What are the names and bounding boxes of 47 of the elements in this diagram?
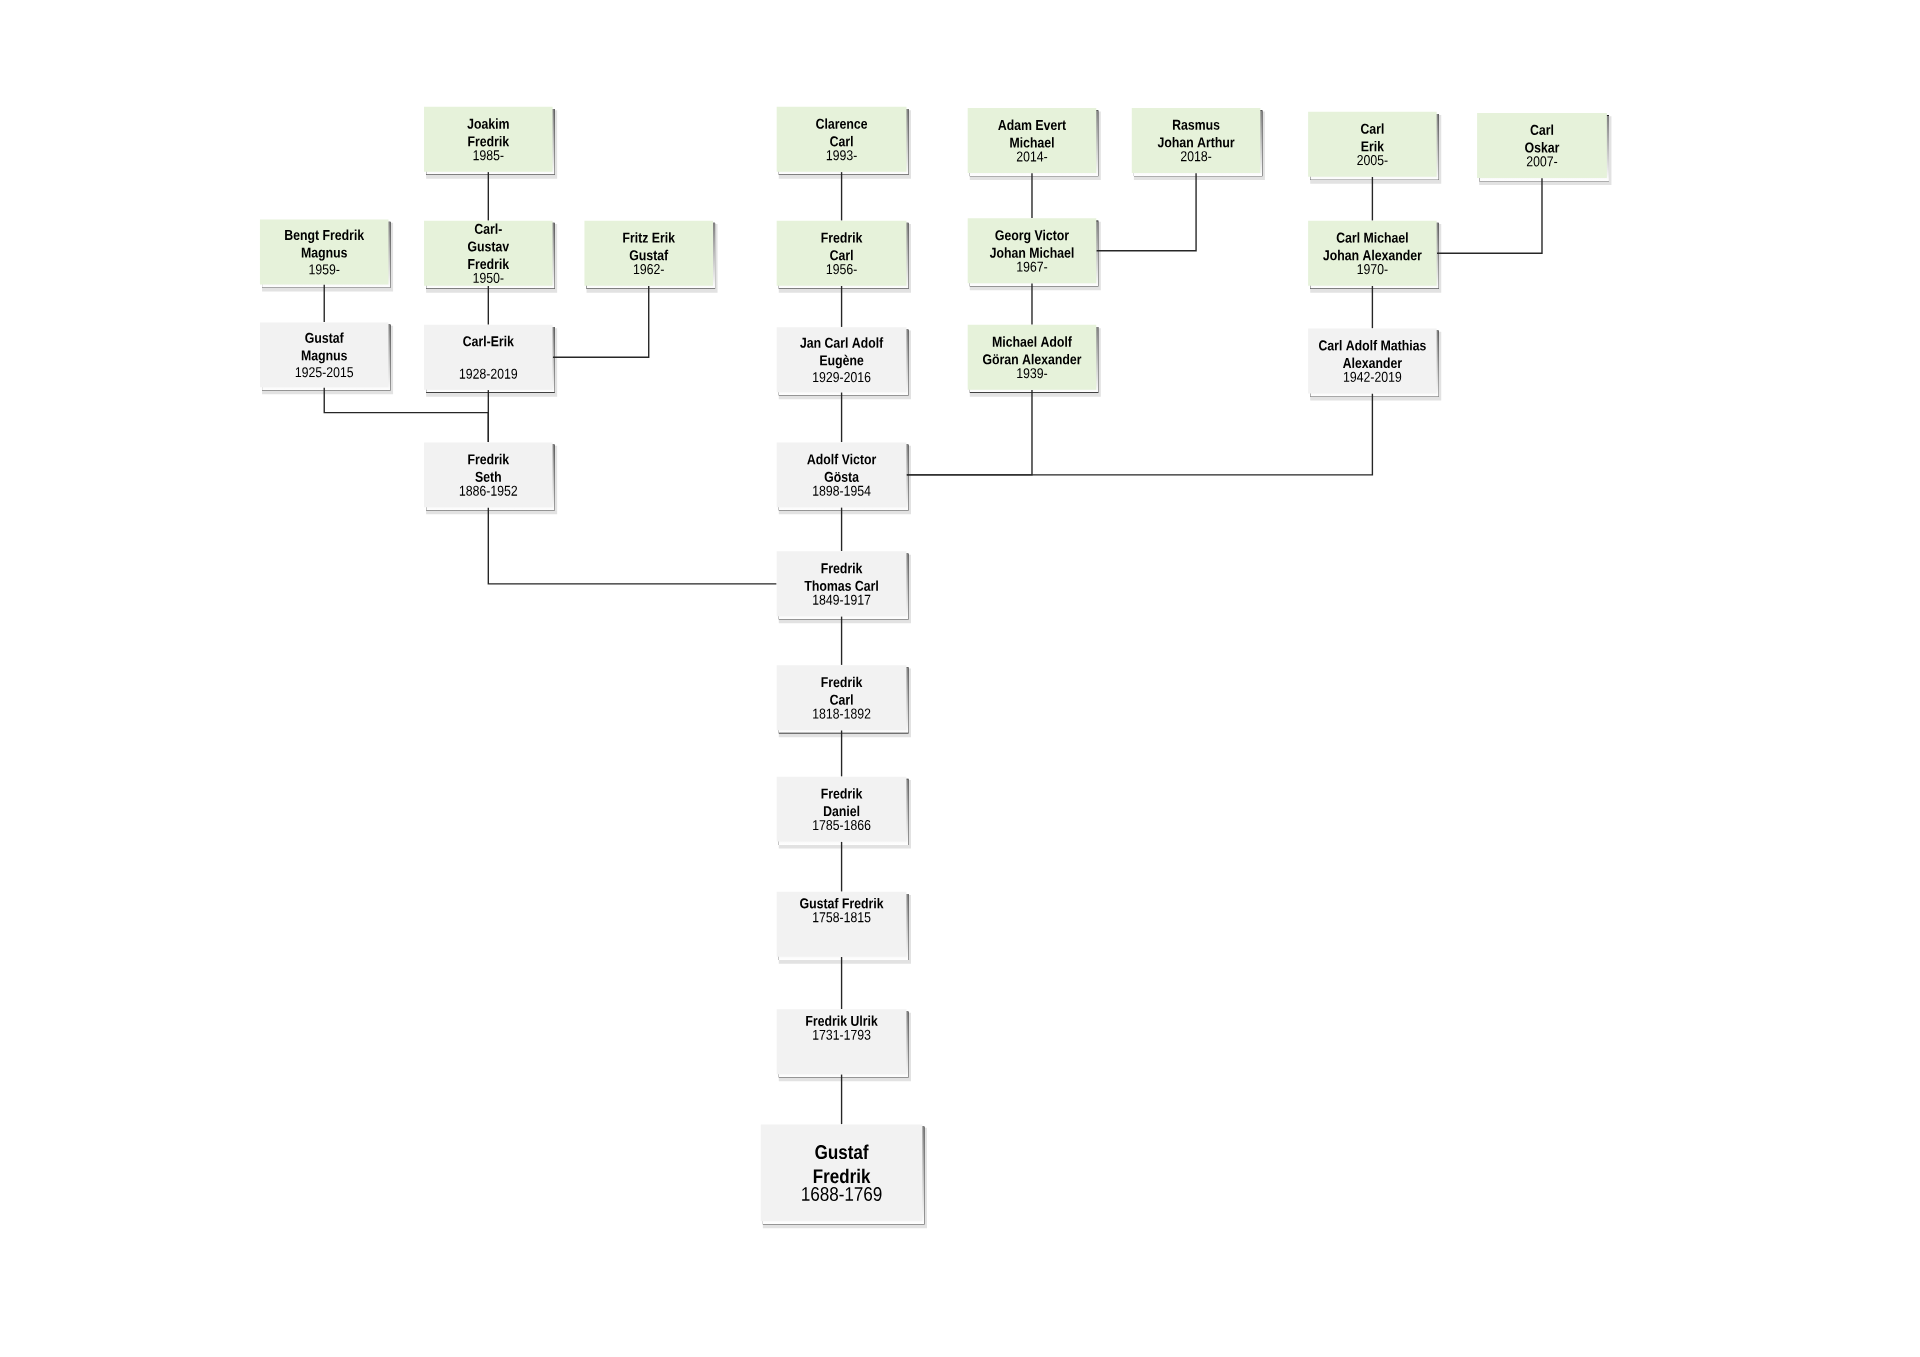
connector-line	[487, 171, 489, 222]
connector-line	[1031, 283, 1033, 326]
person-box: Fredrik Carl 1818-1892	[776, 665, 912, 738]
connector-line	[840, 392, 843, 443]
person-box: Rasmus Johan Arthur 2018-	[1131, 108, 1265, 181]
connector-line	[840, 1074, 843, 1125]
person-box: Jan Carl Adolf Eugène 1929-2016	[776, 327, 912, 400]
connector-line	[487, 285, 489, 326]
connector-line	[840, 729, 843, 778]
connector-line	[1371, 285, 1374, 329]
person-box: Carl-Erik 1928-2019	[424, 324, 558, 397]
person-box: Carl Oskar 2007-	[1477, 113, 1612, 186]
person-box: Gustaf Fredrik 1688-1769	[760, 1124, 927, 1229]
person-box: Fritz Erik Gustaf 1962-	[584, 220, 718, 293]
connector-line	[840, 507, 843, 552]
person-box: Fredrik Thomas Carl 1849-1917	[776, 551, 912, 624]
person-box: Joakim Fredrik 1985-	[424, 107, 558, 179]
connector-line	[840, 841, 843, 893]
connector-line	[323, 284, 325, 323]
connector-line	[840, 616, 843, 666]
connector-line	[840, 956, 843, 1010]
person-box: Adolf Victor Gösta 1898-1954	[776, 442, 912, 515]
person-box: Georg Victor Johan Michael 1967-	[967, 218, 1101, 291]
person-box: Fredrik Carl 1956-	[776, 220, 912, 293]
person-box: Carl Erik 2005-	[1308, 111, 1442, 184]
person-box: Fredrik Ulrik 1731-1793	[776, 1009, 912, 1082]
person-box: Carl Adolf Mathias Alexander 1942-2019	[1308, 328, 1442, 401]
person-box: Carl-Gustav Fredrik 1950-	[424, 220, 558, 293]
connector-line	[1031, 172, 1033, 219]
connector-line	[487, 389, 489, 443]
person-box: Gustaf Fredrik 1758-1815	[776, 891, 912, 964]
person-box: Clarence Carl 1993-	[776, 107, 912, 179]
connector-line	[487, 507, 778, 585]
connector-line	[1371, 176, 1374, 222]
connector-line	[552, 285, 650, 359]
connector-line	[840, 285, 843, 328]
person-box: Fredrik Seth 1886-1952	[424, 442, 558, 515]
person-box: Bengt Fredrik Magnus 1959-	[259, 219, 394, 292]
person-box: Fredrik Daniel 1785-1866	[776, 776, 912, 849]
person-box: Gustaf Magnus 1925-2015	[259, 322, 394, 395]
connector-line	[840, 171, 843, 222]
person-box: Michael Adolf Göran Alexander 1939-	[967, 324, 1101, 397]
connector-line	[1436, 177, 1543, 255]
person-box: Carl Michael Johan Alexander 1970-	[1308, 220, 1442, 293]
connector-line	[906, 393, 1374, 476]
person-box: Adam Evert Michael 2014-	[967, 108, 1101, 181]
connector-line	[1095, 172, 1197, 252]
